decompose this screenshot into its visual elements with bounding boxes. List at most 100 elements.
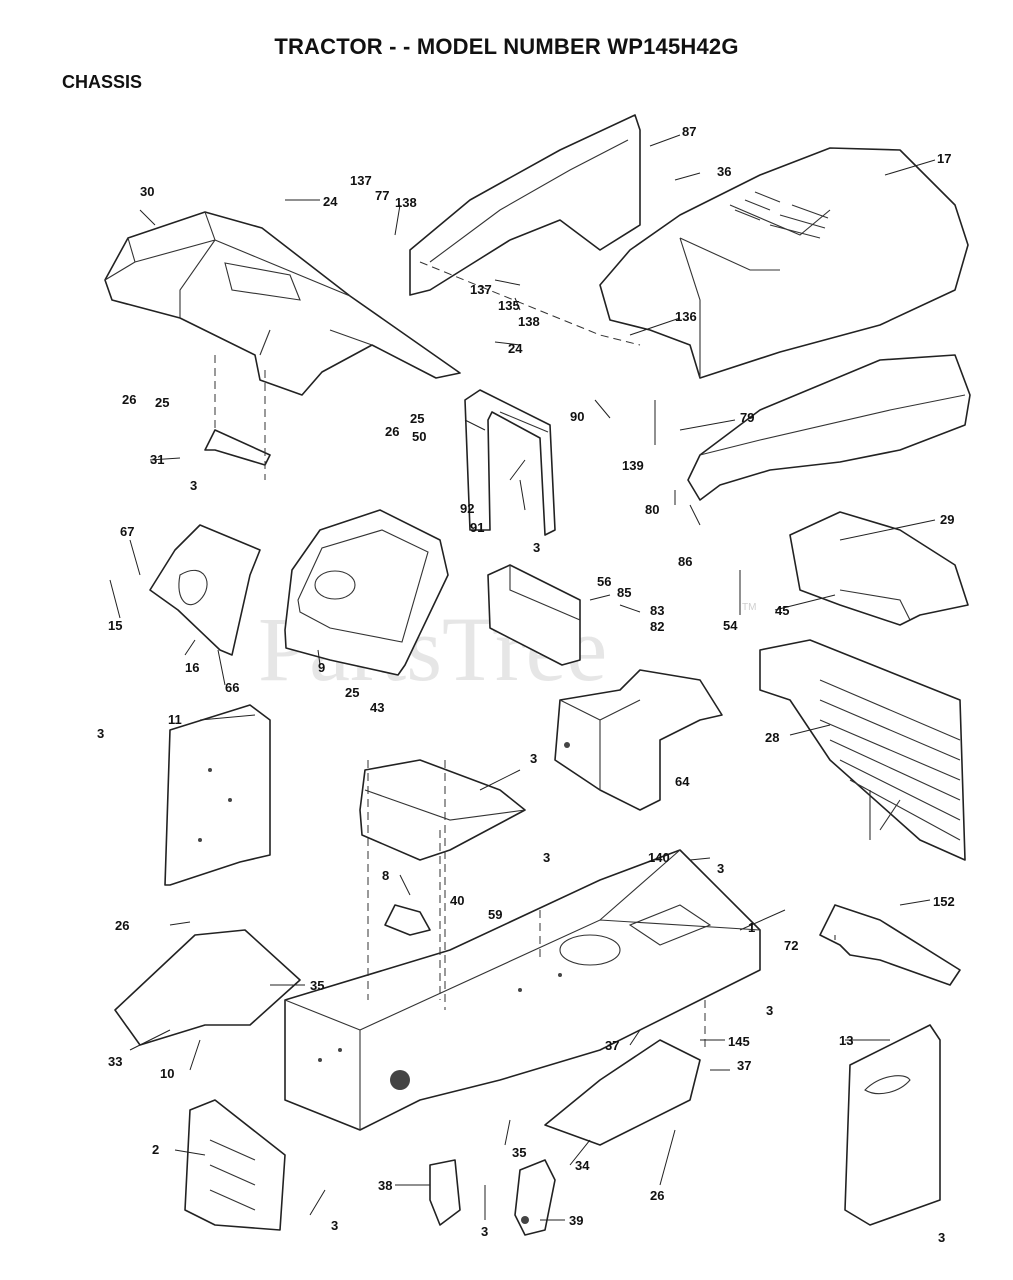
part-steering-support [554,669,723,811]
part-right-side-plate [844,1024,941,1226]
callout: 145 [728,1034,750,1049]
callout: 25 [155,395,169,410]
part-dash-panel [284,509,449,676]
callout: 37 [737,1058,751,1073]
callout: 138 [518,314,540,329]
callout: 26 [385,424,399,439]
callout: 39 [569,1213,583,1228]
part-step-plate [114,929,301,1046]
callout: 82 [650,619,664,634]
callout: 85 [617,585,631,600]
part-grille-housing [687,354,971,501]
callout: 3 [331,1218,338,1233]
callout: 86 [678,554,692,569]
callout: 26 [122,392,136,407]
callout: 137 [350,173,372,188]
callout: 3 [481,1224,488,1239]
callout: 15 [108,618,122,633]
callout: 1 [748,920,755,935]
callout: 77 [375,188,389,203]
part-console-bracket [149,524,261,656]
part-seat-plate [359,759,526,861]
section-heading: CHASSIS [62,72,143,92]
callout: 26 [650,1188,664,1203]
part-battery-bracket [487,564,581,666]
part-footrest [544,1039,701,1146]
callout: 3 [97,726,104,741]
callout: 152 [933,894,955,909]
callout: 11 [168,712,182,727]
callout: 72 [784,938,798,953]
part-rear-plate [184,1099,286,1231]
callout: 138 [395,195,417,210]
callout: 34 [575,1158,590,1173]
callout: 28 [765,730,779,745]
callout: 3 [530,751,537,766]
callout-labels: 87 36 17 30 24 137 77 138 137 135 138 13… [97,124,955,1245]
callout: 136 [675,309,697,324]
callout: 25 [345,685,359,700]
callout: 26 [115,918,129,933]
part-frame [284,849,761,1131]
callout: 29 [940,512,954,527]
callout: 90 [570,409,584,424]
callout: 37 [605,1038,619,1053]
callout: 87 [682,124,696,139]
callout: 66 [225,680,239,695]
callout: 40 [450,893,464,908]
callout: 24 [323,194,338,209]
callout: 24 [508,341,523,356]
callout: 25 [410,411,424,426]
callout: 79 [740,410,754,425]
callout: 30 [140,184,154,199]
part-small-brackets [204,429,431,936]
part-grille [759,639,966,861]
callout: 3 [190,478,197,493]
callout: 54 [723,618,738,633]
callout: 3 [533,540,540,555]
part-front-panel [789,511,969,626]
callout: 38 [378,1178,392,1193]
callout: 83 [650,603,664,618]
callout: 35 [310,978,324,993]
callout: 137 [470,282,492,297]
part-left-side-plate [164,704,271,886]
part-tow-bracket [819,904,961,986]
callout: 67 [120,524,134,539]
callout: 64 [675,774,690,789]
part-hood-side-panel [409,114,641,296]
callout: 91 [470,520,484,535]
callout: 92 [460,501,474,516]
callout: 3 [717,861,724,876]
callout: 17 [937,151,951,166]
callout: 13 [839,1033,853,1048]
part-hood [599,147,969,379]
callout: 59 [488,907,502,922]
callout: 8 [382,868,389,883]
callout: 3 [766,1003,773,1018]
callout: 140 [648,850,670,865]
page-title: TRACTOR - - MODEL NUMBER WP145H42G [274,34,739,59]
callout: 16 [185,660,199,675]
callout: 36 [717,164,731,179]
assembly-lines [214,261,706,1050]
callout: 43 [370,700,384,715]
callout: 31 [150,452,164,467]
callout: 33 [108,1054,122,1069]
callout: 80 [645,502,659,517]
callout: 135 [498,298,520,313]
callout: 35 [512,1145,526,1160]
part-fender [104,211,461,396]
callout: 3 [938,1230,945,1245]
callout: 139 [622,458,644,473]
part-steering-bracket [464,389,556,536]
callout: 10 [160,1066,174,1081]
callout: 3 [543,850,550,865]
callout: 56 [597,574,611,589]
callout: 9 [318,660,325,675]
callout: 50 [412,429,426,444]
watermark-trademark: TM [742,602,756,613]
part-brackets [429,1159,556,1236]
